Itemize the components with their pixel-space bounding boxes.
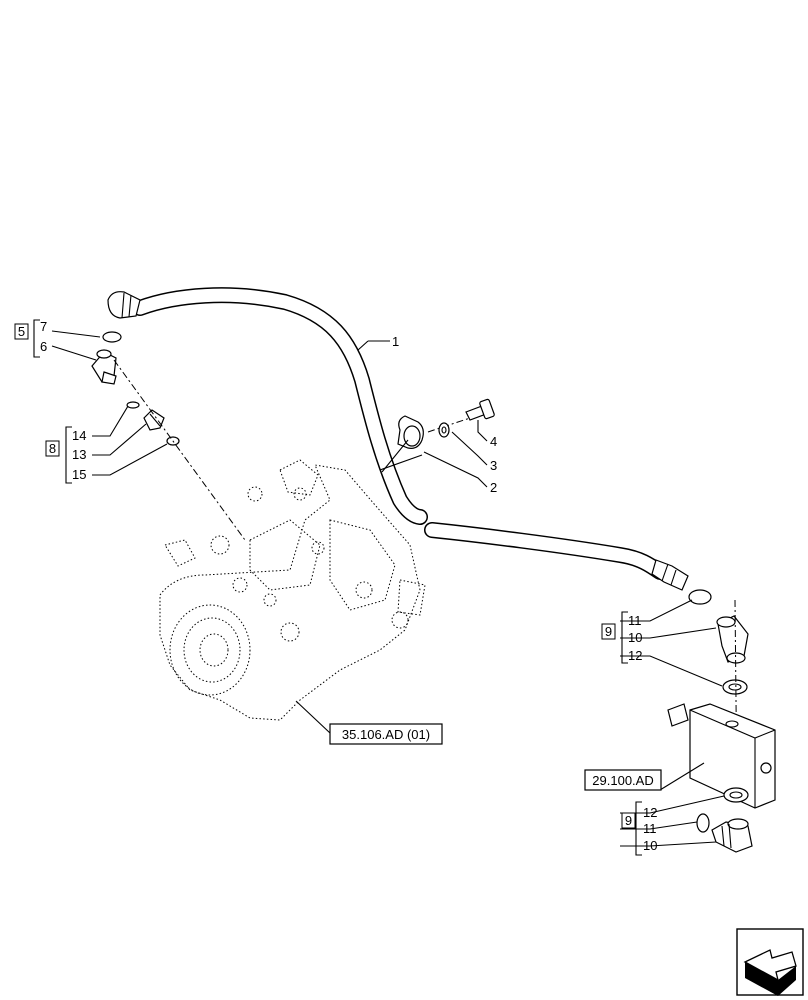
callout-11-upper: 11 xyxy=(628,613,642,628)
callout-12-upper: 12 xyxy=(628,648,642,663)
callout-14: 14 xyxy=(72,428,86,443)
washer-12-lower xyxy=(723,787,749,803)
pump-reference-label: 35.106.AD (01) xyxy=(342,727,430,742)
callout-15: 15 xyxy=(72,467,86,482)
leader-lines xyxy=(51,330,725,847)
valve-reference-label: 29.100.AD xyxy=(592,773,653,788)
p-clamp xyxy=(379,415,471,473)
washer-12-upper xyxy=(722,679,748,695)
group-box-8: 8 xyxy=(45,440,60,457)
hose xyxy=(107,287,689,591)
elbow-fitting-10-upper xyxy=(716,615,749,664)
bolt xyxy=(465,398,495,421)
washer xyxy=(438,422,450,438)
callout-7: 7 xyxy=(40,319,47,334)
group-box-9-lower-label: 9 xyxy=(625,813,632,828)
valve-block xyxy=(667,703,776,809)
group-box-9-upper-label: 9 xyxy=(605,624,612,639)
callout-4: 4 xyxy=(490,434,497,449)
next-page-arrow-icon[interactable] xyxy=(736,928,804,996)
elbow-fitting-10-lower xyxy=(711,818,753,853)
group-box-5: 5 xyxy=(14,323,29,340)
elbow-fitting-6 xyxy=(91,349,117,385)
callout-10-lower: 10 xyxy=(643,838,657,853)
group-box-9-lower: 9 xyxy=(621,812,636,829)
group-box-9-upper: 9 xyxy=(601,623,616,640)
o-ring-14 xyxy=(126,401,140,409)
callout-1: 1 xyxy=(392,334,399,349)
group-box-5-label: 5 xyxy=(18,324,25,339)
callout-3: 3 xyxy=(490,458,497,473)
o-ring-11-lower xyxy=(696,813,710,833)
callout-13: 13 xyxy=(72,447,86,462)
callout-12-lower: 12 xyxy=(643,805,657,820)
callout-6: 6 xyxy=(40,339,47,354)
callout-10-upper: 10 xyxy=(628,630,642,645)
adapter-13 xyxy=(143,409,165,431)
callout-2: 2 xyxy=(490,480,497,495)
group-brackets xyxy=(33,319,642,856)
callouts: 1 2 3 4 7 6 14 13 15 11 10 12 12 11 10 xyxy=(40,319,657,853)
o-ring-7 xyxy=(102,331,122,343)
hydraulic-pump xyxy=(159,459,426,721)
valve-reference-box[interactable]: 29.100.AD xyxy=(584,769,662,791)
assembly-axis-left xyxy=(113,359,246,541)
group-box-8-label: 8 xyxy=(49,441,56,456)
pump-reference-box[interactable]: 35.106.AD (01) xyxy=(329,723,443,745)
callout-11-lower: 11 xyxy=(643,821,657,836)
o-ring-11-upper xyxy=(688,589,712,605)
